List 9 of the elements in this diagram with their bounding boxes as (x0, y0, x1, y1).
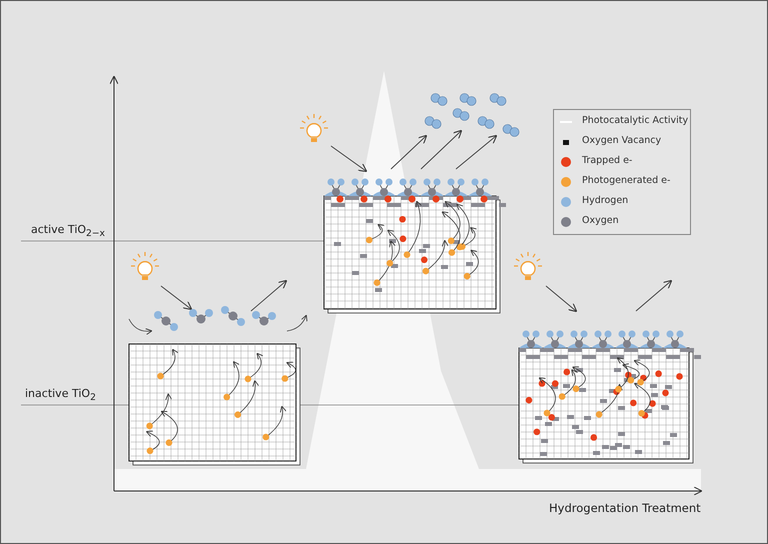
legend-label: Photocatalytic Activity (582, 115, 688, 126)
legend-label: Hydrogen (582, 195, 628, 206)
level-label: inactive TiO$_{2}$ (25, 387, 96, 404)
level-label: active TiO$_{2−x}$ (31, 223, 105, 240)
axis-title: Hydrogentation Treatment (549, 501, 701, 515)
legend-label: Oxygen Vacancy (582, 135, 662, 146)
legend-label: Oxygen (582, 215, 619, 226)
legend-label: Trapped e- (582, 155, 632, 166)
legend-label: Photogenerated e- (582, 175, 670, 186)
